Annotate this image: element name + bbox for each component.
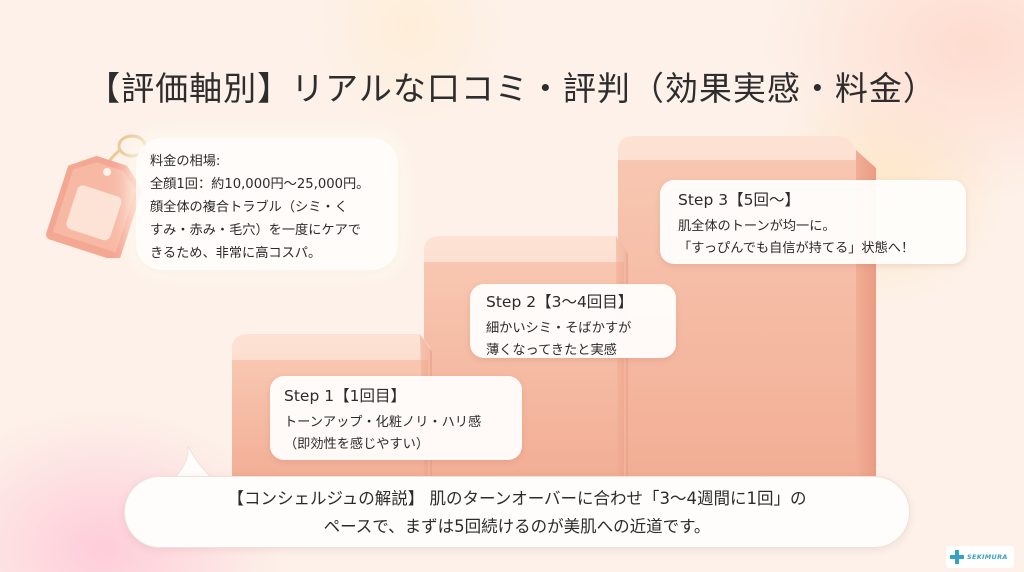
step-text: （即効性を感じやすい） <box>284 437 430 452</box>
step-1-card: Step 1【1回目】 トーンアップ・化粧ノリ・ハリ感 （即効性を感じやすい） <box>270 376 522 460</box>
step-heading: Step 2【3〜4回目】 <box>486 293 634 311</box>
step-text: 薄くなってきたと実感 <box>486 343 617 358</box>
price-line: 全顔1回：約10,000円〜25,000円。 <box>150 177 370 192</box>
step-heading: Step 3【5回〜】 <box>678 191 800 209</box>
step-text: 肌全体のトーンが均一に。 <box>678 219 836 234</box>
price-line: 料金の相場: <box>150 154 221 169</box>
step-text: トーンアップ・化粧ノリ・ハリ感 <box>284 415 482 430</box>
step-heading: Step 1【1回目】 <box>284 387 406 405</box>
concierge-line: ペースで、まずは5回続けるのが美肌への近道です。 <box>323 517 711 536</box>
page-title: 【評価軸別】リアルな口コミ・評判（効果実感・料金） <box>87 69 937 108</box>
brand-logo: SEKIMURA <box>946 546 1014 568</box>
step-3-card: Step 3【5回〜】 肌全体のトーンが均一に。 「すっぴんでも自信が持てる」状… <box>660 180 966 264</box>
concierge-comment-bubble: 【コンシェルジュの解説】 肌のターンオーバーに合わせ「3〜4週間に1回」の ペー… <box>124 476 910 548</box>
step-2-card: Step 2【3〜4回目】 細かいシミ・そばかすが 薄くなってきたと実感 <box>470 284 676 358</box>
cross-logo-icon <box>950 550 964 564</box>
price-line: きるため、非常に高コスパ。 <box>150 246 322 261</box>
price-line: 顔全体の複合トラブル（シミ・く <box>150 200 348 215</box>
price-line: すみ・赤み・毛穴）を一度にケアで <box>150 223 361 238</box>
price-info-bubble: 料金の相場: 全顔1回：約10,000円〜25,000円。 顔全体の複合トラブル… <box>136 138 398 270</box>
price-tag-icon <box>46 134 147 258</box>
step-text: 「すっぴんでも自信が持てる」状態へ！ <box>678 241 915 256</box>
step-text: 細かいシミ・そばかすが <box>486 321 632 336</box>
logo-text: SEKIMURA <box>967 553 1008 561</box>
concierge-line: 【コンシェルジュの解説】 肌のターンオーバーに合わせ「3〜4週間に1回」の <box>227 489 807 508</box>
